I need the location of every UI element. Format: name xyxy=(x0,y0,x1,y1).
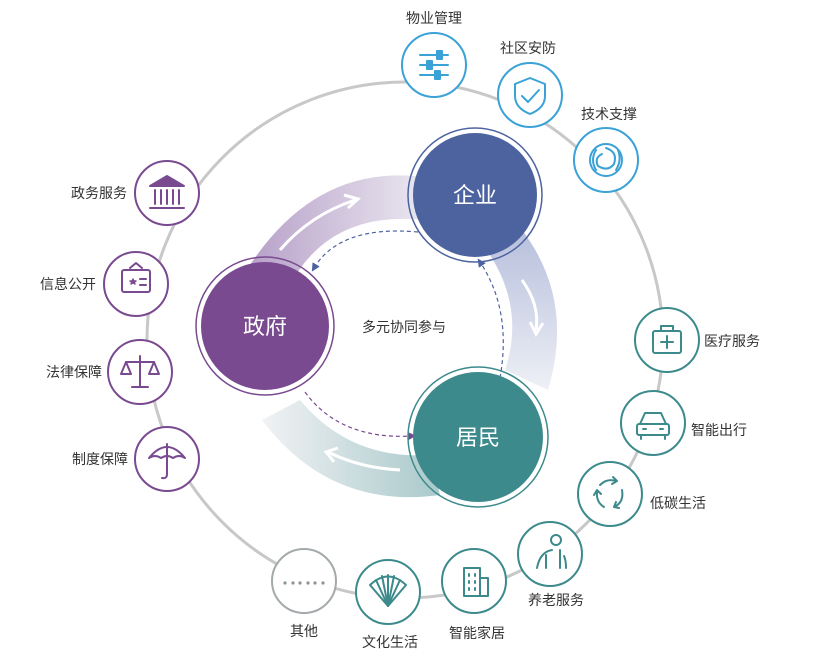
flow-arrow-top xyxy=(278,198,356,251)
node-culture-label: 文化生活 xyxy=(362,635,418,651)
node-security[interactable]: 社区安防 xyxy=(497,41,563,128)
node-lowcarbon[interactable]: 低碳生活 xyxy=(577,461,706,527)
institution-icon xyxy=(149,175,185,209)
flow-arrow-right xyxy=(520,279,539,331)
node-home[interactable]: 智能家居 xyxy=(441,548,507,642)
flow-arrow-bottom xyxy=(327,450,401,472)
flow-arrowhead-right xyxy=(528,321,545,338)
node-system-label: 制度保障 xyxy=(72,452,128,468)
node-medical[interactable]: 医疗服务 xyxy=(634,307,760,373)
car-icon xyxy=(636,412,670,440)
flow-bands xyxy=(248,175,558,498)
node-tech[interactable]: 技术支撑 xyxy=(573,107,639,193)
node-medical-label: 医疗服务 xyxy=(704,334,760,350)
sliders-icon xyxy=(419,50,449,80)
hub-government-label: 政府 xyxy=(243,315,287,340)
node-system[interactable]: 制度保障 xyxy=(72,426,200,492)
node-security-label: 社区安防 xyxy=(500,41,556,57)
node-property[interactable]: 物业管理 xyxy=(401,11,467,98)
flow-arrowhead-bottom xyxy=(323,446,339,463)
scales-icon xyxy=(120,355,160,388)
hub-enterprise: 企业 xyxy=(407,127,543,263)
hub-enterprise-label: 企业 xyxy=(453,184,497,209)
node-lowcarbon-label: 低碳生活 xyxy=(650,496,706,512)
node-info-label: 信息公开 xyxy=(40,276,96,293)
node-tech-label: 技术支撑 xyxy=(581,107,637,123)
node-elderly[interactable]: 养老服务 xyxy=(517,521,584,609)
elderly-person-icon xyxy=(536,534,567,569)
dashed-arrow-government-to-resident xyxy=(304,391,417,441)
medical-kit-icon xyxy=(652,325,682,354)
fan-icon xyxy=(369,574,407,607)
node-culture[interactable]: 文化生活 xyxy=(355,559,421,651)
node-travel[interactable]: 智能出行 xyxy=(620,390,747,456)
shield-check-icon xyxy=(514,77,546,115)
node-gov-service[interactable]: 政务服务 xyxy=(71,160,200,226)
notice-board-icon xyxy=(121,262,151,293)
flow-band-top xyxy=(248,175,430,285)
node-law[interactable]: 法律保障 xyxy=(46,339,173,405)
hub-resident-label: 居民 xyxy=(456,426,500,451)
node-law-label: 法律保障 xyxy=(46,365,102,381)
node-other[interactable]: 其他 xyxy=(271,548,337,640)
flow-arrowhead-top xyxy=(343,193,362,210)
node-gov-service-label: 政务服务 xyxy=(71,186,127,202)
flow-band-right xyxy=(490,230,558,390)
recycle-icon xyxy=(593,476,624,509)
node-elderly-label: 养老服务 xyxy=(528,593,584,609)
hub-resident: 居民 xyxy=(407,366,549,508)
dots-icon xyxy=(283,581,325,585)
dashed-arrow-resident-to-enterprise xyxy=(477,258,504,379)
flow-band-bottom xyxy=(262,400,440,498)
umbrella-icon xyxy=(148,443,186,480)
node-other-label: 其他 xyxy=(290,624,318,640)
building-icon xyxy=(463,567,489,597)
node-home-label: 智能家居 xyxy=(449,625,505,642)
swirl-icon xyxy=(589,143,623,177)
node-property-label: 物业管理 xyxy=(406,11,462,27)
node-travel-label: 智能出行 xyxy=(691,423,747,439)
center-label: 多元协同参与 xyxy=(362,319,446,336)
dashed-arrow-enterprise-to-government xyxy=(311,230,419,272)
hub-government: 政府 xyxy=(195,256,335,396)
node-info[interactable]: 信息公开 xyxy=(40,251,169,317)
